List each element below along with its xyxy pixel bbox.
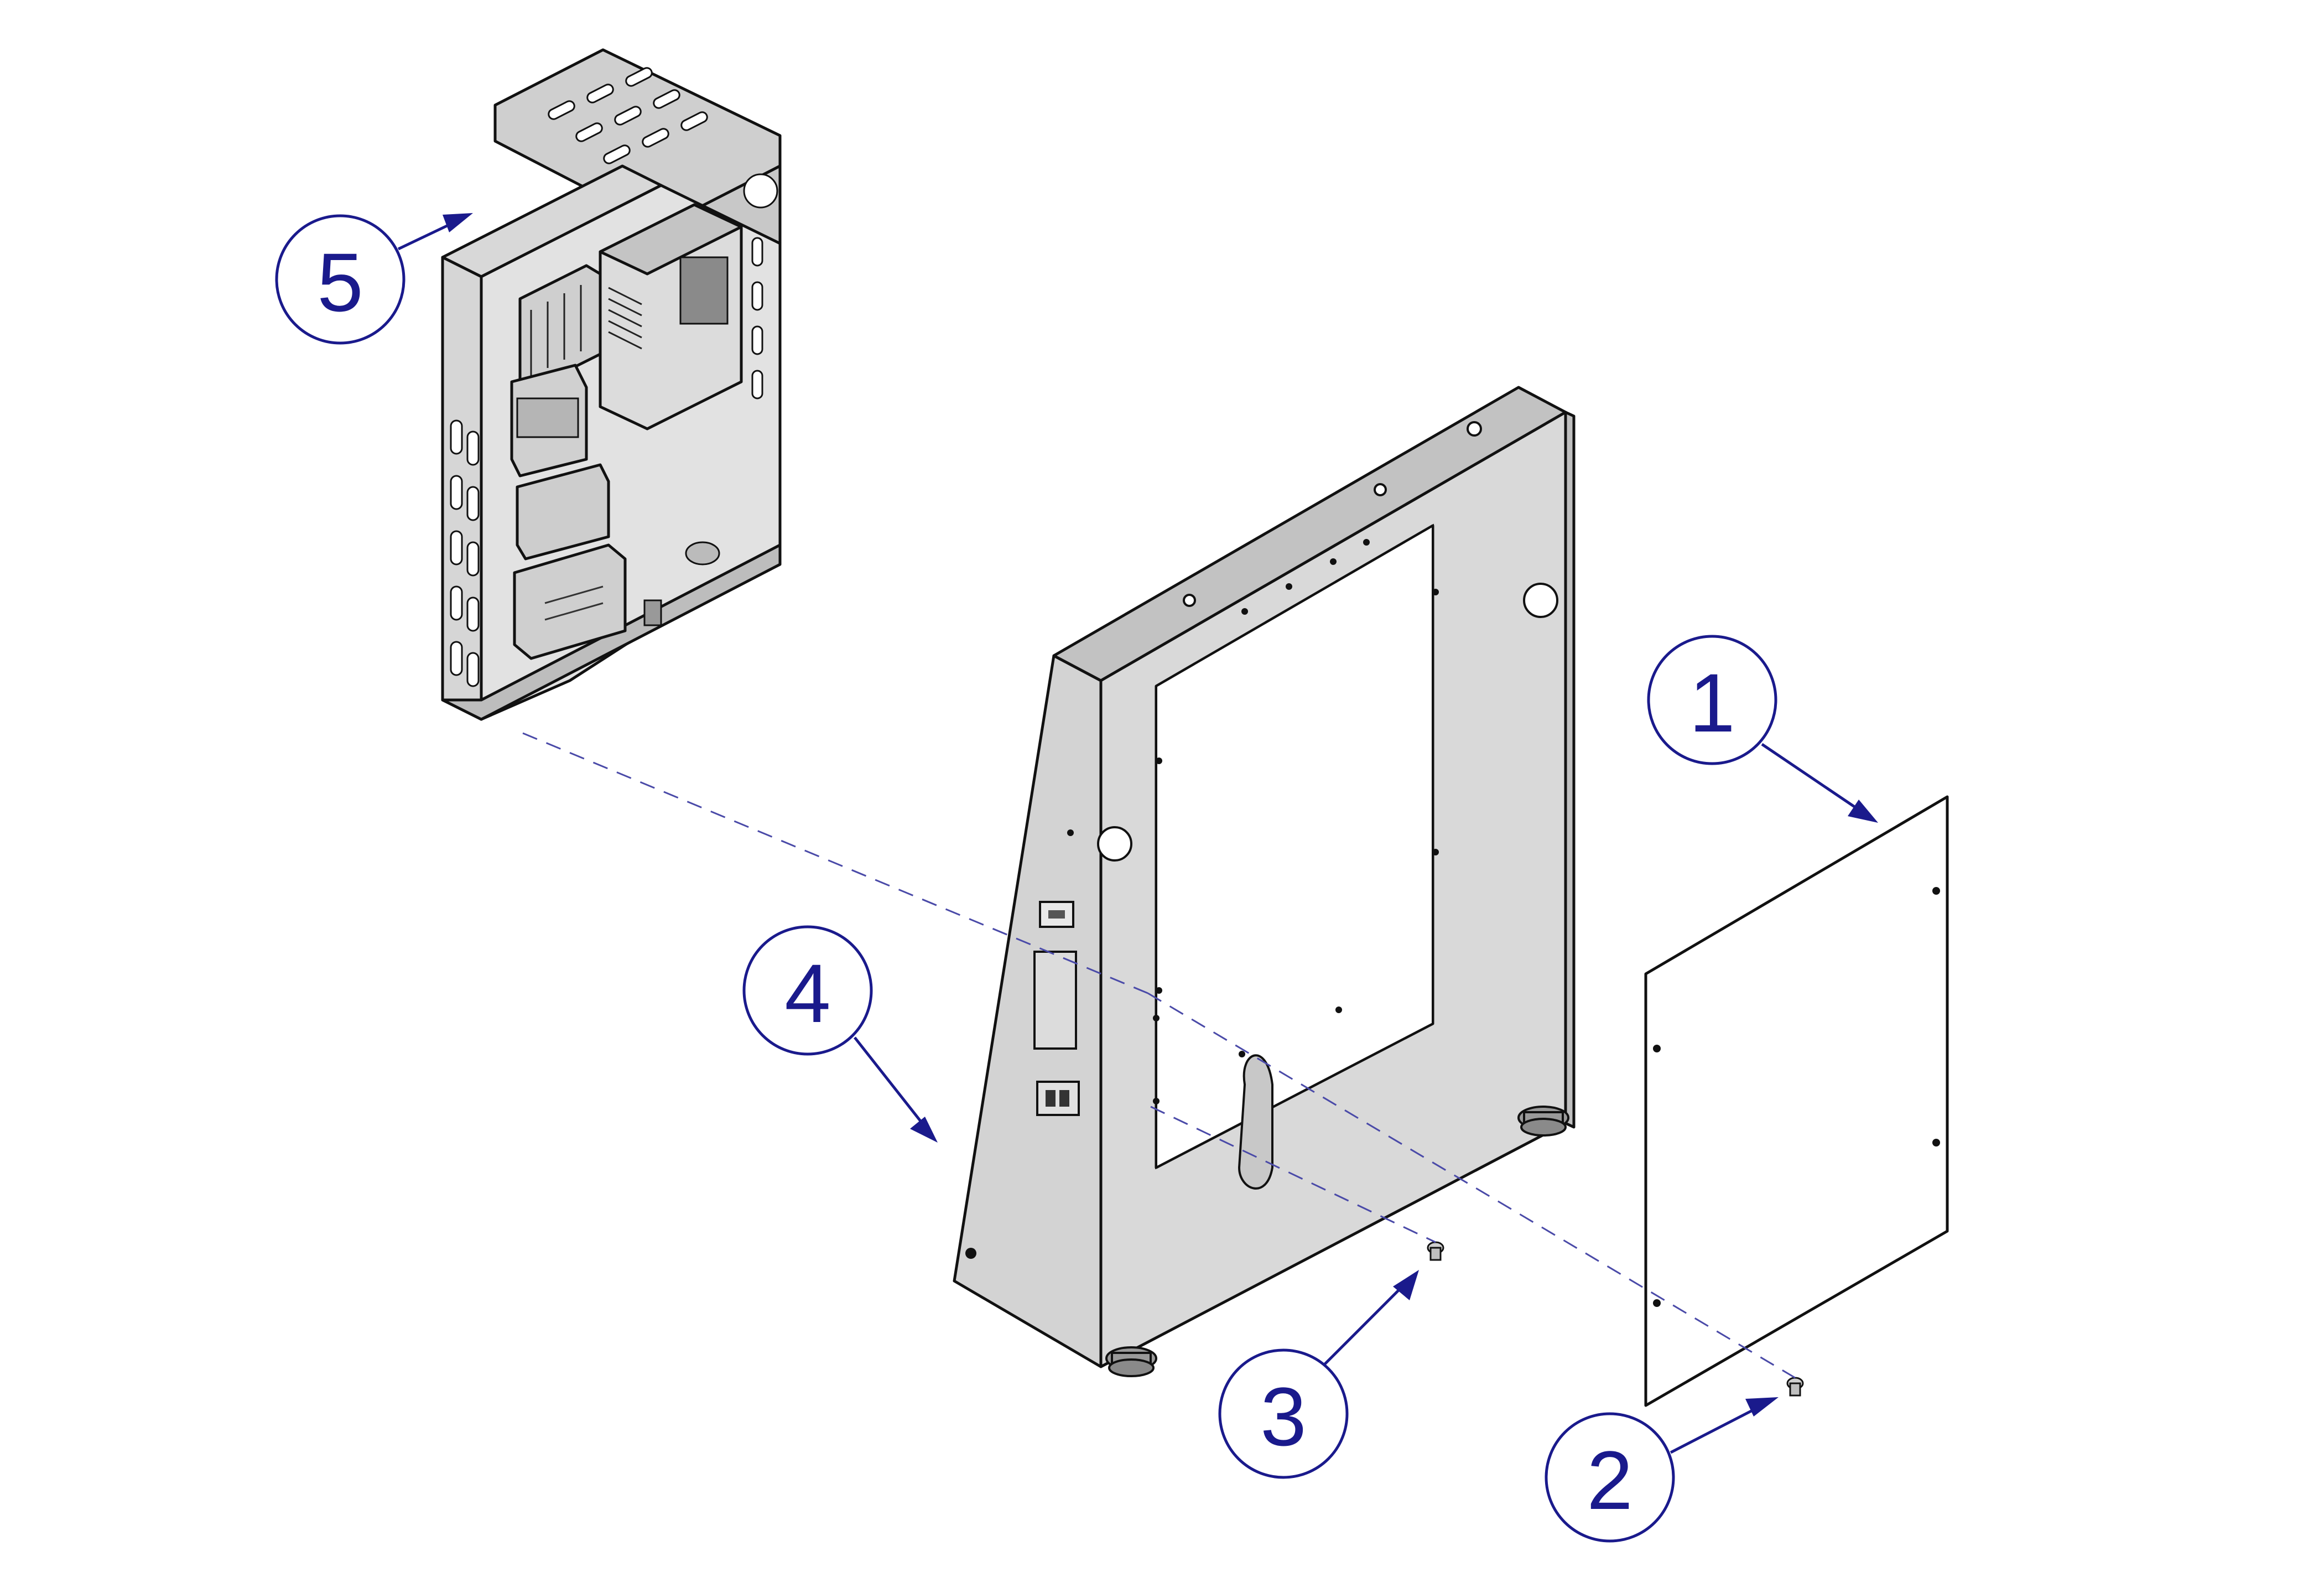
electrical-enclosure — [441, 48, 782, 721]
svg-text:1: 1 — [1689, 656, 1735, 749]
screw-part-3 — [1427, 1241, 1444, 1261]
callout-4: 4 — [742, 925, 938, 1143]
callout-1: 1 — [1647, 635, 1878, 823]
assembly-lines — [522, 732, 1796, 1379]
frame-stand — [953, 386, 1576, 1377]
callout-2: 2 — [1545, 1397, 1779, 1543]
svg-text:3: 3 — [1260, 1370, 1306, 1463]
cover-plate — [1644, 795, 1949, 1407]
callout-5: 5 — [275, 213, 473, 345]
callout-3: 3 — [1218, 1270, 1419, 1479]
svg-text:5: 5 — [317, 236, 363, 329]
svg-text:4: 4 — [784, 947, 830, 1040]
svg-text:2: 2 — [1587, 1434, 1632, 1527]
leveling-feet — [1105, 1106, 1569, 1377]
screw-part-2 — [1786, 1377, 1804, 1397]
